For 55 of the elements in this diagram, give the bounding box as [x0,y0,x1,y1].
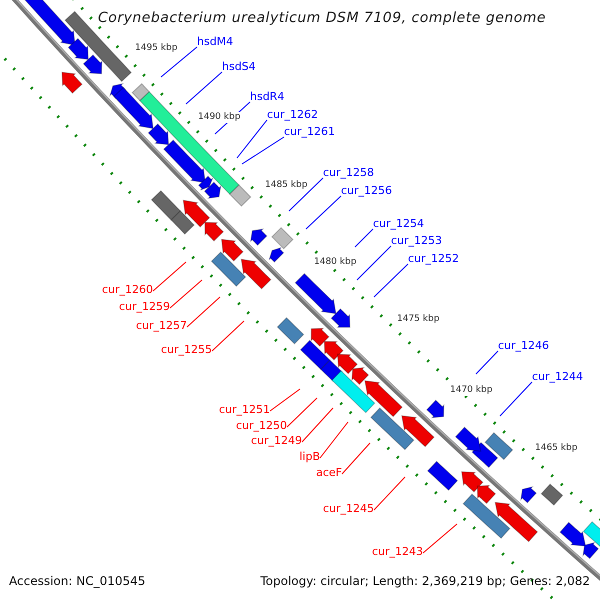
leader-line [286,398,318,428]
scale-label: 1490 kbp [198,112,240,123]
gene-label: cur_1245 [322,502,374,515]
gene-label: cur_1250 [236,419,287,432]
gene-label: lipB [299,450,320,463]
genome-summary-text: Topology: circular; Length: 2,369,219 bp; Genes: 2,082 [260,574,590,588]
gene-label: cur_1261 [284,125,336,138]
gene-label: cur_1253 [391,234,442,247]
gene-label: cur_1244 [532,370,584,383]
leader-line [186,72,222,104]
leader-line [242,136,284,164]
leader-line [288,178,324,212]
leader-line [422,524,458,554]
leader-line [476,350,498,374]
leader-line [500,382,532,416]
leader-line [374,264,408,298]
leader-line [160,46,198,78]
leader-line [320,422,348,458]
leader-line [354,228,374,248]
scale-label: 1475 kbp [397,314,440,325]
gene-label: hsdR4 [250,90,284,103]
gene-label: cur_1257 [136,319,187,332]
map-title: Corynebacterium urealyticum DSM 7109, complete genome [98,9,546,28]
gene-label: cur_1260 [102,283,153,296]
leader-line [170,280,202,308]
leader-line [306,196,342,230]
gene-label: cur_1256 [341,184,392,197]
gene-label: cur_1251 [218,403,270,416]
leader-line [270,388,300,412]
scale-label: 1495 kbp [135,43,178,54]
gene-label: cur_1252 [408,252,460,265]
gene-label: cur_1262 [267,108,318,121]
gene-label: cur_1249 [250,434,302,447]
leader-line [212,320,244,352]
gene-label: hsdS4 [222,60,256,73]
gene-label: cur_1259 [118,300,170,313]
leader-line [302,408,334,442]
gene-label: hsdM4 [197,35,234,48]
gene-label: cur_1255 [160,343,212,356]
leader-line [342,442,370,474]
scale-label: 1480 kbp [314,257,356,268]
gene-label: cur_1243 [372,545,423,558]
leader-line [356,246,392,280]
gene-label: aceF [316,466,342,479]
leader-line [374,476,406,510]
scale-label: 1485 kbp [265,180,308,191]
scale-label: 1465 kbp [535,443,578,454]
scale-label: 1470 kbp [450,385,492,396]
leader-line [186,296,220,328]
gene-label: cur_1246 [498,339,550,352]
accession-text: Accession: NC_010545 [9,574,146,588]
gene-label: cur_1258 [323,166,374,179]
leader-line [152,262,186,292]
gene-label: cur_1254 [373,217,424,230]
leader-line [236,120,268,158]
